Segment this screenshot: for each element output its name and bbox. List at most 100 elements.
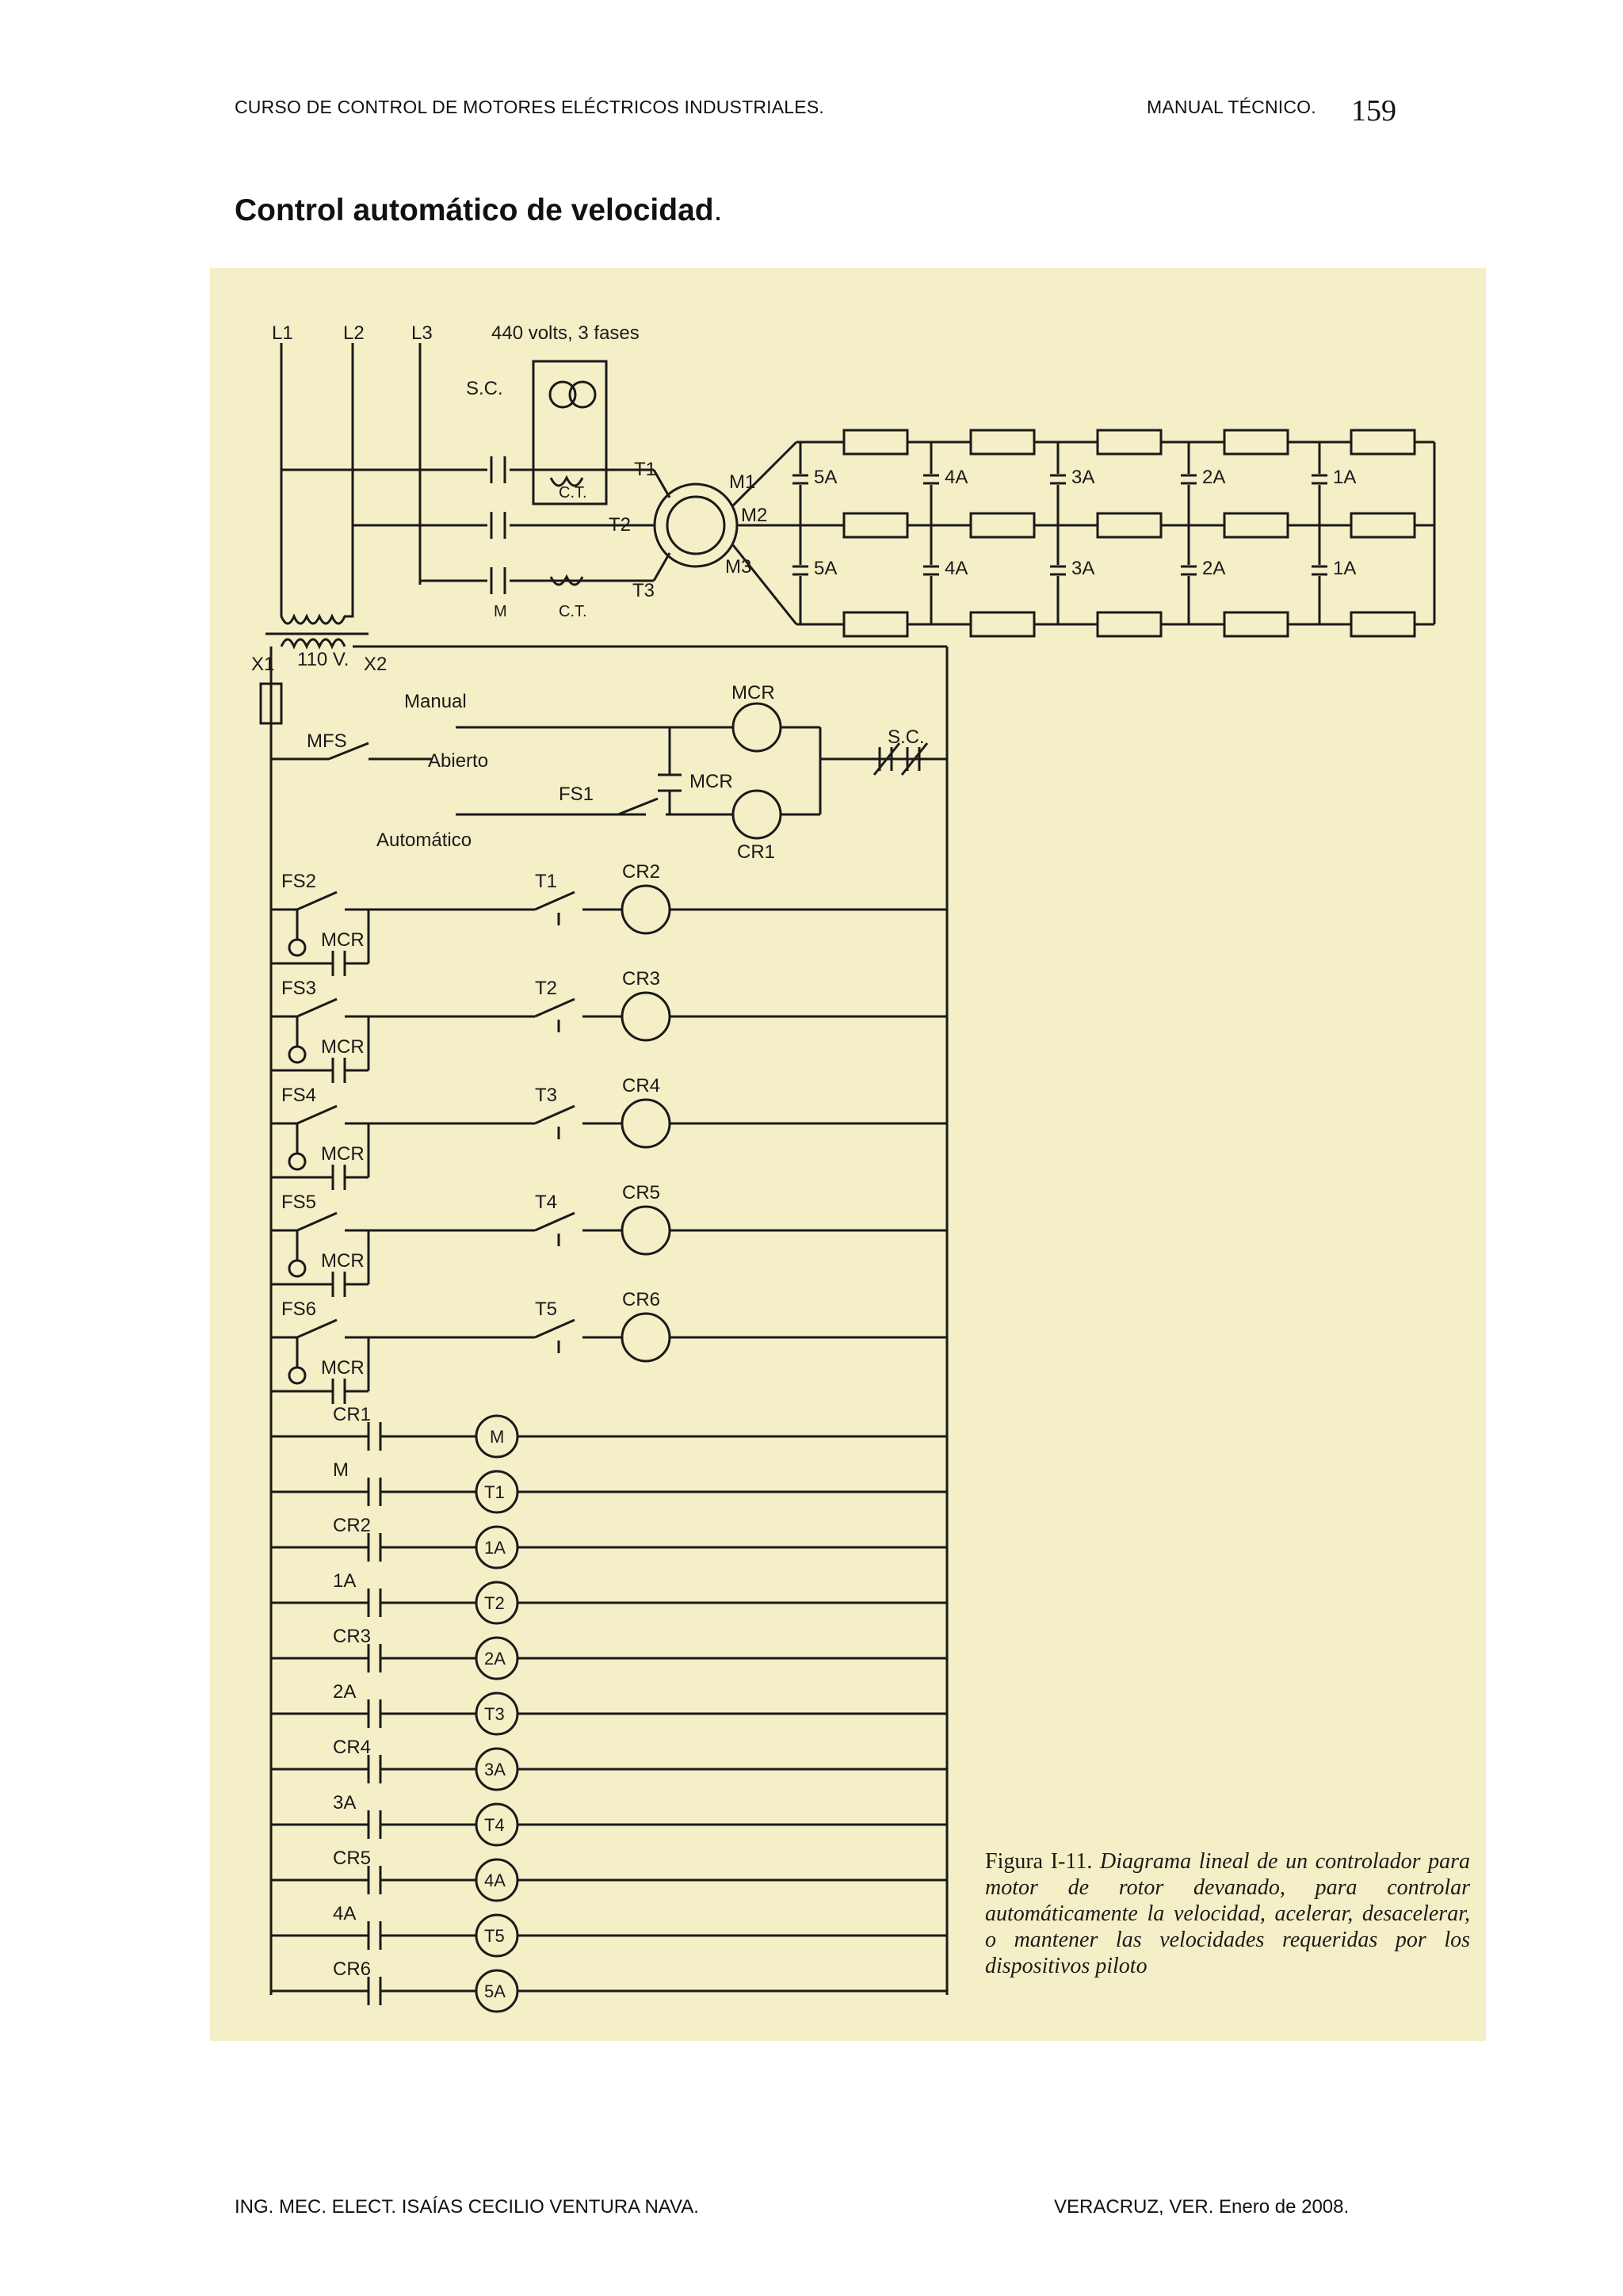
label-fs1: FS1 <box>559 784 594 805</box>
label-ct-top: C.T. <box>559 484 587 502</box>
timer-contact-blade <box>534 1104 575 1125</box>
fs-switch-blade <box>296 1104 338 1125</box>
label-t2: T2 <box>609 514 631 536</box>
header-course-title: CURSO DE CONTROL DE MOTORES ELÉCTRICOS I… <box>235 97 824 117</box>
coil-cr3 <box>621 991 671 1042</box>
coil-cr4 <box>621 1098 671 1149</box>
label-cap-5a-top: 5A <box>814 467 837 488</box>
figure-caption-number: Figura I-11. <box>985 1849 1093 1874</box>
fs-float <box>288 1366 307 1385</box>
label-cr6-coil: CR6 <box>622 1289 660 1310</box>
label-l1: L1 <box>272 322 293 344</box>
label-coil-5a: 5A <box>484 1981 506 2001</box>
label-coil-t2: T2 <box>484 1593 505 1613</box>
fs-float <box>288 1259 307 1278</box>
label-mfs: MFS <box>307 730 347 752</box>
label-cr3-coil: CR3 <box>622 968 660 990</box>
label-cap-2a-top: 2A <box>1202 467 1225 488</box>
label-sc-contact: S.C. <box>888 727 925 748</box>
label-contact-cr5: CR5 <box>333 1848 371 1869</box>
label-m-contact: M <box>494 603 507 620</box>
label-cr2-coil: CR2 <box>622 861 660 883</box>
wiring-diagram: L1 L2 L3 440 volts, 3 fases S.C. C.T. C.… <box>251 322 1436 2013</box>
label-cr4-coil: CR4 <box>622 1075 660 1097</box>
timer-contact-blade <box>534 1318 575 1339</box>
fs-switch-blade <box>296 1318 338 1339</box>
label-l3: L3 <box>411 322 433 344</box>
label-fs3: FS3 <box>281 978 316 999</box>
page-number: 159 <box>1351 94 1396 128</box>
label-cap-5a-bottom: 5A <box>814 558 837 579</box>
label-fs5: FS5 <box>281 1192 316 1213</box>
label-t2-contact: T2 <box>535 978 557 999</box>
label-automatico: Automático <box>376 830 472 851</box>
coil-cr5 <box>621 1205 671 1256</box>
label-contact-cr6: CR6 <box>333 1958 371 1980</box>
label-contact-cr3: CR3 <box>333 1626 371 1647</box>
label-m1: M1 <box>729 471 755 493</box>
label-coil-1a: 1A <box>484 1538 506 1558</box>
label-mcr-seal: MCR <box>321 1250 365 1272</box>
label-x1: X1 <box>251 654 274 675</box>
label-t4-contact: T4 <box>535 1192 557 1213</box>
label-mcr-contact: MCR <box>689 771 733 792</box>
label-cap-3a-bottom: 3A <box>1071 558 1094 579</box>
section-title: Control automático de velocidad. <box>235 193 722 228</box>
fs-switch-blade <box>296 891 338 911</box>
label-contact-3a: 3A <box>333 1792 356 1814</box>
section-title-text: Control automático de velocidad <box>235 193 714 227</box>
label-contact-4a: 4A <box>333 1903 356 1924</box>
label-mcr-seal: MCR <box>321 929 365 951</box>
header-manual-label: MANUAL TÉCNICO. <box>1147 97 1316 117</box>
label-coil-t1: T1 <box>484 1482 505 1502</box>
label-fs2: FS2 <box>281 871 316 892</box>
label-coil-t5: T5 <box>484 1926 505 1946</box>
label-abierto: Abierto <box>428 750 488 772</box>
figure-scan: L1 L2 L3 440 volts, 3 fases S.C. C.T. C.… <box>210 268 1486 2041</box>
label-cap-2a-bottom: 2A <box>1202 558 1225 579</box>
label-contact-m: M <box>333 1459 349 1481</box>
label-t1: T1 <box>634 459 656 480</box>
fs-switch-blade <box>296 997 338 1018</box>
label-m3: M3 <box>725 556 751 578</box>
label-supply: 440 volts, 3 fases <box>491 322 640 344</box>
label-l2: L2 <box>343 322 365 344</box>
label-coil-4a: 4A <box>484 1871 506 1890</box>
label-t1-contact: T1 <box>535 871 557 892</box>
timer-contact-blade <box>534 997 575 1018</box>
label-contact-2a: 2A <box>333 1681 356 1703</box>
label-fs6: FS6 <box>281 1299 316 1320</box>
label-cr5-coil: CR5 <box>622 1182 660 1203</box>
fs-float <box>288 938 307 957</box>
section-title-period: . <box>713 193 723 227</box>
timer-contact-blade <box>534 891 575 911</box>
fs-float <box>288 1152 307 1171</box>
label-coil-m: M <box>490 1427 504 1447</box>
fs-float <box>288 1045 307 1064</box>
label-coil-2a: 2A <box>484 1649 506 1669</box>
label-110v: 110 V. <box>297 649 349 670</box>
figure-caption: Figura I-11. Diagrama lineal de un contr… <box>985 1848 1470 1979</box>
label-mcr-seal: MCR <box>321 1036 365 1058</box>
label-cap-4a-top: 4A <box>945 467 968 488</box>
label-contact-cr4: CR4 <box>333 1737 371 1758</box>
label-x2: X2 <box>364 654 387 675</box>
label-fs4: FS4 <box>281 1085 316 1106</box>
label-cap-4a-bottom: 4A <box>945 558 968 579</box>
label-contact-cr1: CR1 <box>333 1404 371 1425</box>
coil-cr6 <box>621 1312 671 1363</box>
figure-caption-text: Diagrama lineal de un controlador para m… <box>985 1849 1471 1978</box>
label-ct-bottom: C.T. <box>559 603 587 620</box>
coil-cr2 <box>621 884 671 935</box>
label-cap-1a-bottom: 1A <box>1333 558 1356 579</box>
label-mcr-seal: MCR <box>321 1357 365 1379</box>
label-t3-contact: T3 <box>535 1085 557 1106</box>
label-coil-3a: 3A <box>484 1760 506 1779</box>
label-mcr-seal: MCR <box>321 1143 365 1165</box>
label-manual: Manual <box>404 691 467 712</box>
fs-switch-blade <box>296 1211 338 1232</box>
label-m2: M2 <box>741 505 767 526</box>
timer-contact-blade <box>534 1211 575 1232</box>
label-contact-1a: 1A <box>333 1570 356 1592</box>
label-t3: T3 <box>632 580 655 601</box>
